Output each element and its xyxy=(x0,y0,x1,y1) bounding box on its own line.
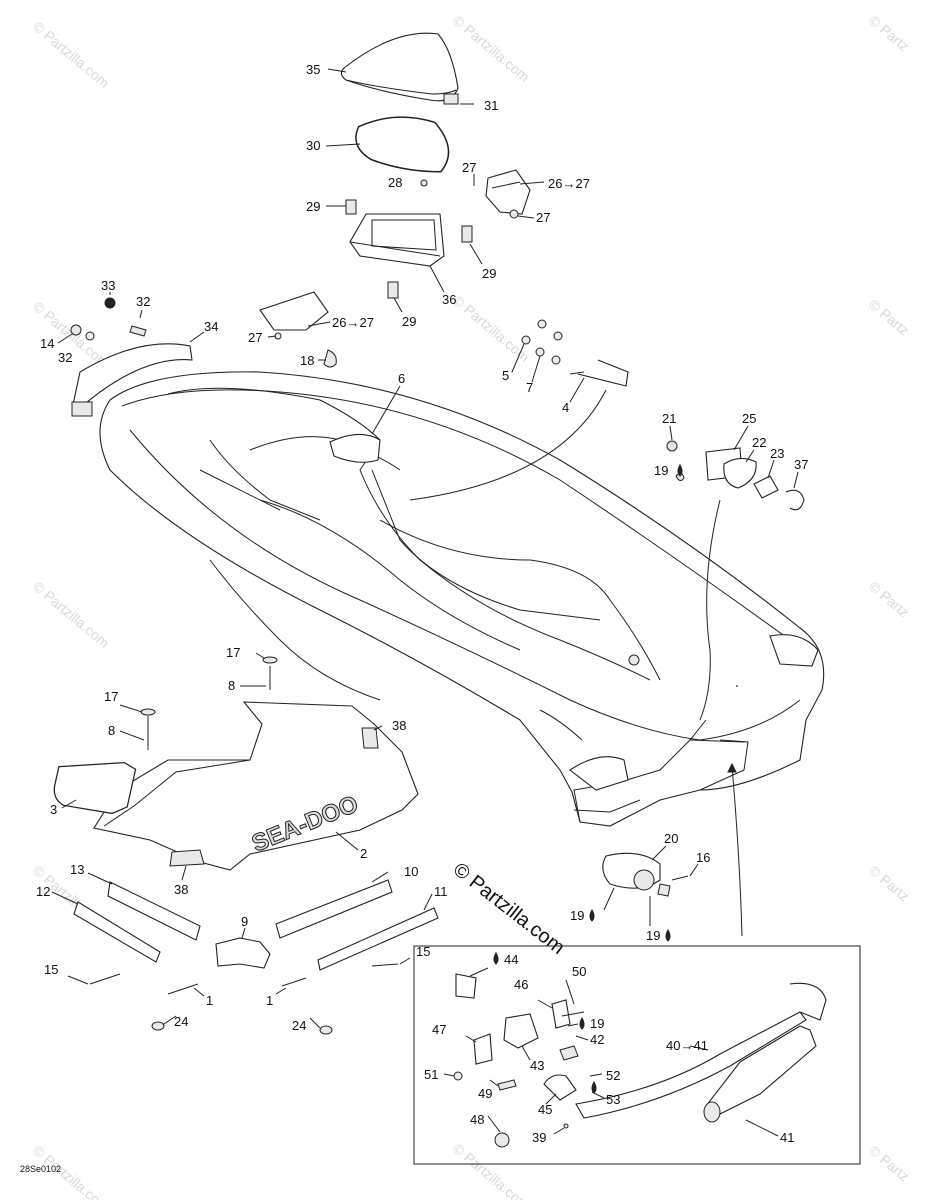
watermark: © Partz xyxy=(866,862,912,904)
callout-15: 15 xyxy=(44,962,58,977)
callout-41: 41 xyxy=(780,1130,794,1145)
callout-18: 18 xyxy=(300,353,314,368)
callout-19: 19 xyxy=(570,908,584,923)
watermark: © Partzilla.com xyxy=(450,12,533,85)
pump-assembly xyxy=(602,762,743,937)
callout-32: 32 xyxy=(136,294,150,309)
callout-19: 19 xyxy=(590,1016,604,1031)
callout-53: 53 xyxy=(606,1092,620,1107)
callout-19: 19 xyxy=(654,463,668,478)
watermark: © Partzilla.com xyxy=(30,578,113,651)
callout-29: 29 xyxy=(482,266,496,281)
grab-handle xyxy=(409,319,629,501)
trim-rails xyxy=(73,879,439,1035)
watermark: © Partz xyxy=(866,12,912,54)
floor-mat: SEA-DOO xyxy=(53,656,419,871)
callout-26: 26→27 xyxy=(332,315,374,330)
callout-20: 20 xyxy=(664,831,678,846)
callout-38: 38 xyxy=(392,718,406,733)
callout-27: 27 xyxy=(536,210,550,225)
latch-bracket xyxy=(473,169,531,219)
callout-30: 30 xyxy=(306,138,320,153)
callout-1: 1 xyxy=(266,993,273,1008)
callout-23: 23 xyxy=(770,446,784,461)
watermark-main: © Partzilla.com xyxy=(449,859,569,959)
callout-43: 43 xyxy=(530,1058,544,1073)
callout-32: 32 xyxy=(58,350,72,365)
callout-34: 34 xyxy=(204,319,218,334)
callout-13: 13 xyxy=(70,862,84,877)
callout-35: 35 xyxy=(306,62,320,77)
detail-inset xyxy=(413,685,861,1165)
callout-46: 46 xyxy=(514,977,528,992)
callout-52: 52 xyxy=(606,1068,620,1083)
callout-29: 29 xyxy=(402,314,416,329)
sealant-drops xyxy=(493,463,683,1094)
callout-24: 24 xyxy=(174,1014,188,1029)
callout-11: 11 xyxy=(434,884,448,899)
callout-15: 15 xyxy=(416,944,430,959)
callout-25: 25 xyxy=(742,411,756,426)
callout-45: 45 xyxy=(538,1102,552,1117)
watermark: © Partzilla.com xyxy=(30,18,113,91)
callout-42: 42 xyxy=(590,1032,604,1047)
callout-51: 51 xyxy=(424,1067,438,1082)
bracket-plate xyxy=(259,291,337,368)
callout-44: 44 xyxy=(504,952,518,967)
watermark: © Partz xyxy=(866,1142,912,1184)
callout-12: 12 xyxy=(36,884,50,899)
callout-24: 24 xyxy=(292,1018,306,1033)
storage-bin xyxy=(345,179,473,299)
callout-48: 48 xyxy=(470,1112,484,1127)
callout-37: 37 xyxy=(794,457,808,472)
callout-36: 36 xyxy=(442,292,456,307)
callout-14: 14 xyxy=(40,336,54,351)
callout-40: 40→41 xyxy=(666,1038,708,1053)
storage-cover xyxy=(340,32,459,173)
callout-9: 9 xyxy=(241,914,248,929)
diagram-code: 28Se0102 xyxy=(20,1164,61,1174)
callout-8: 8 xyxy=(108,723,115,738)
hull-body xyxy=(99,371,825,827)
callout-31: 31 xyxy=(484,98,498,113)
leader-lines xyxy=(51,68,799,1137)
fasteners-left xyxy=(70,297,193,417)
callout-28: 28 xyxy=(388,175,402,190)
callout-38: 38 xyxy=(174,882,188,897)
callout-17: 17 xyxy=(104,689,118,704)
callout-49: 49 xyxy=(478,1086,492,1101)
callout-50: 50 xyxy=(572,964,586,979)
callout-27: 27 xyxy=(462,160,476,175)
callout-7: 7 xyxy=(526,380,533,395)
callout-4: 4 xyxy=(562,400,569,415)
callout-5: 5 xyxy=(502,368,509,383)
callout-22: 22 xyxy=(752,435,766,450)
callout-17: 17 xyxy=(226,645,240,660)
callout-8: 8 xyxy=(228,678,235,693)
callout-26: 26→27 xyxy=(548,176,590,191)
callout-1: 1 xyxy=(206,993,213,1008)
callout-6: 6 xyxy=(398,371,405,386)
callout-21: 21 xyxy=(662,411,676,426)
callout-3: 3 xyxy=(50,802,57,817)
plate-assembly xyxy=(666,440,805,721)
callout-10: 10 xyxy=(404,864,418,879)
watermark: © Partzilla.com xyxy=(450,1140,533,1200)
callout-39: 39 xyxy=(532,1130,546,1145)
callout-47: 47 xyxy=(432,1022,446,1037)
callout-33: 33 xyxy=(101,278,115,293)
callout-19: 19 xyxy=(646,928,660,943)
callout-labels: 35 31 30 27 28 26→27 27 29 29 29 36 33 3… xyxy=(20,62,808,1174)
callout-16: 16 xyxy=(696,850,710,865)
callout-27: 27 xyxy=(248,330,262,345)
callout-2: 2 xyxy=(360,846,367,861)
watermark: © Partz xyxy=(866,578,912,620)
watermark: © Partz xyxy=(866,296,912,338)
callout-29: 29 xyxy=(306,199,320,214)
